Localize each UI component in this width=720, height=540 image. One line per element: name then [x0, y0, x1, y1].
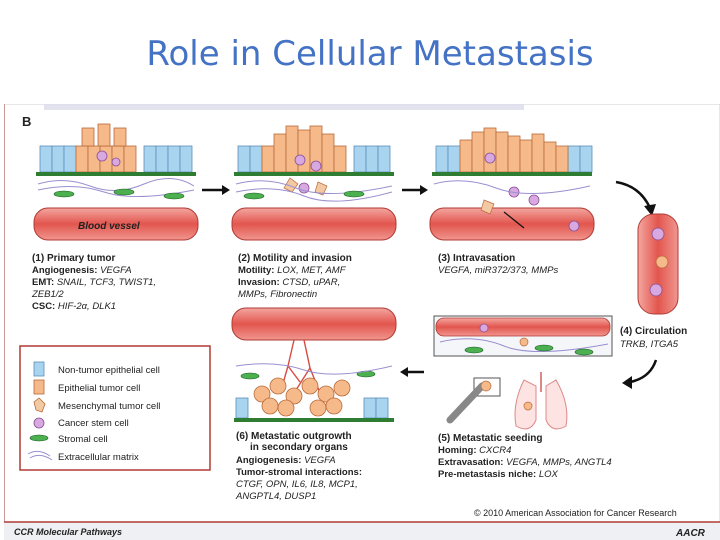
arrow-head-icon [644, 204, 656, 216]
metastasis-figure: B Blood vessel [4, 104, 720, 540]
svg-text:CSC: HIF-2α, DLK1: CSC: HIF-2α, DLK1 [32, 301, 116, 312]
extracellular-matrix-icon [27, 450, 53, 461]
step-key: Extravasation: [438, 457, 503, 468]
step-value: CXCR4 [479, 445, 511, 456]
legend-label: Epithelial tumor cell [58, 383, 140, 394]
panel-motility-invasion [231, 125, 397, 241]
legend-label: Mesenchymal tumor cell [58, 401, 160, 412]
step-value: TRKB, ITGA5 [620, 339, 679, 350]
cancer-stem-cell-icon [33, 417, 45, 429]
panel-circulation [637, 213, 679, 315]
step-metastatic-outgrowth-text: (6) Metastatic outgrowth in secondary or… [235, 431, 362, 502]
panel-metastatic-outgrowth [231, 307, 397, 422]
svg-text:Invasion: CTSD, uPAR,: Invasion: CTSD, uPAR, [238, 277, 340, 288]
svg-text:EMT: SNAIL, TCF3, TWIST1,: EMT: SNAIL, TCF3, TWIST1, [32, 277, 156, 288]
step-key: EMT: [32, 277, 54, 288]
legend-label: Stromal cell [58, 434, 108, 445]
step-title: (1) Primary tumor [32, 253, 115, 264]
step-motility-invasion-text: (2) Motility and invasion Motility: LOX,… [238, 253, 352, 300]
svg-text:Homing: CXCR4: Homing: CXCR4 [438, 445, 511, 456]
step-circulation-text: (4) Circulation TRKB, ITGA5 [620, 326, 687, 350]
step-title: (4) Circulation [620, 326, 687, 337]
step-value: ANGPTL4, DUSP1 [235, 491, 316, 502]
step-value: LOX [539, 469, 559, 480]
slide-title: Role in Cellular Metastasis [146, 34, 594, 74]
svg-text:Angiogenesis: VEGFA: Angiogenesis: VEGFA [32, 265, 132, 276]
step-key: Tumor-stromal interactions: [236, 467, 362, 478]
step-key: Homing: [438, 445, 477, 456]
migration-arrow-icon [503, 211, 525, 229]
copyright-text: © 2010 American Association for Cancer R… [474, 508, 677, 518]
svg-text:Extravasation: VEGFA, MMPs, AN: Extravasation: VEGFA, MMPs, ANGTL4 [438, 457, 612, 468]
step-value: SNAIL, TCF3, TWIST1, [57, 277, 156, 288]
arrow-head-icon [622, 376, 632, 389]
arrow-head-icon [222, 185, 230, 195]
step-value: MMPs, Fibronectin [238, 289, 317, 300]
panel-primary-tumor: Blood vessel [33, 123, 199, 241]
step-key: Motility: [238, 265, 274, 276]
legend-label: Non-tumor epithelial cell [58, 365, 160, 376]
step-metastatic-seeding-text: (5) Metastatic seeding Homing: CXCR4 Ext… [438, 433, 612, 480]
lung-icon [514, 372, 568, 430]
step-value: CTSD, uPAR, [282, 277, 340, 288]
bone-icon [446, 382, 486, 424]
panel-intravasation [429, 127, 595, 241]
curved-arrow-icon [615, 180, 652, 209]
footer-logo: AACR [675, 528, 706, 539]
step-primary-tumor-text: (1) Primary tumor Angiogenesis: VEGFA EM… [31, 253, 156, 312]
legend-label: Cancer stem cell [58, 418, 129, 429]
svg-text:Motility: LOX, MET, AMF: Motility: LOX, MET, AMF [238, 265, 347, 276]
panel-metastatic-seeding [433, 315, 613, 430]
step-key: Angiogenesis: [236, 455, 301, 466]
step-value: VEGFA, MMPs, ANGTL4 [506, 457, 612, 468]
svg-text:Pre-metastasis niche: LOX: Pre-metastasis niche: LOX [438, 469, 559, 480]
step-value: VEGFA, miR372/373, MMPs [438, 265, 558, 276]
non-tumor-epithelial-cell-icon [33, 361, 45, 377]
step-value: VEGFA [304, 455, 336, 466]
mesenchymal-tumor-cell-icon [33, 397, 46, 413]
step-title: in secondary organs [250, 442, 348, 453]
epithelial-tumor-cell-icon [33, 379, 45, 395]
stromal-cell-icon [29, 434, 49, 442]
step-value: LOX, MET, AMF [277, 265, 347, 276]
step-value: ZEB1/2 [31, 289, 64, 300]
step-value: CTGF, OPN, IL6, IL8, MCP1, [236, 479, 358, 490]
step-key: Invasion: [238, 277, 280, 288]
step-title: (6) Metastatic outgrowth [236, 431, 352, 442]
step-key: Angiogenesis: [32, 265, 97, 276]
arrow-head-icon [400, 367, 408, 377]
step-value: VEGFA [100, 265, 132, 276]
legend-label: Extracellular matrix [58, 452, 139, 463]
step-title: (3) Intravasation [438, 253, 515, 264]
step-key: CSC: [32, 301, 55, 312]
arrow-head-icon [420, 185, 428, 195]
vessel-label: Blood vessel [78, 221, 140, 232]
legend: Non-tumor epithelial cell Epithelial tum… [19, 345, 211, 471]
step-value: HIF-2α, DLK1 [58, 301, 116, 312]
panel-label: B [22, 114, 31, 129]
footer-journal-label: CCR Molecular Pathways [14, 527, 122, 537]
step-title: (2) Motility and invasion [238, 253, 352, 264]
step-title: (5) Metastatic seeding [438, 433, 542, 444]
step-key: Pre-metastasis niche: [438, 469, 536, 480]
svg-text:Angiogenesis: VEGFA: Angiogenesis: VEGFA [236, 455, 336, 466]
step-intravasation-text: (3) Intravasation VEGFA, miR372/373, MMP… [438, 253, 558, 276]
curved-arrow-icon [629, 359, 658, 384]
